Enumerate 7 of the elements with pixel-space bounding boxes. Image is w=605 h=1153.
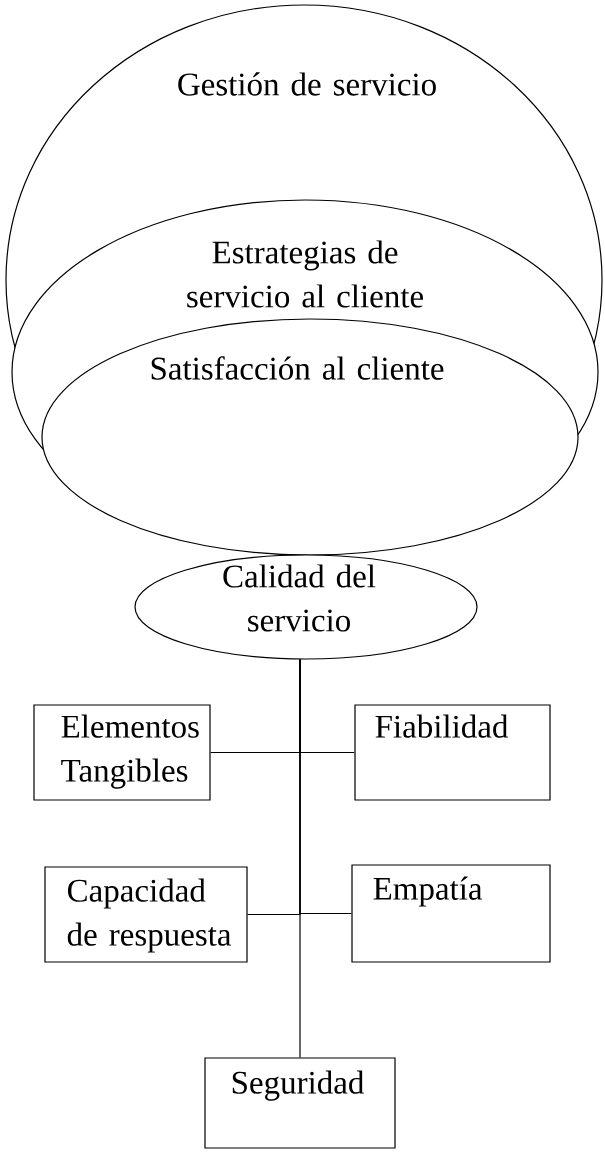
box: Empatía: [351, 864, 551, 963]
box: Elementos Tangibles: [33, 704, 211, 801]
connector-line: [299, 659, 301, 1058]
box: Fiabilidad: [354, 704, 551, 801]
node-label: Estrategias de servicio al cliente: [187, 240, 423, 308]
box: Seguridad: [204, 1057, 396, 1149]
box: Capacidad de respuesta: [44, 866, 248, 963]
